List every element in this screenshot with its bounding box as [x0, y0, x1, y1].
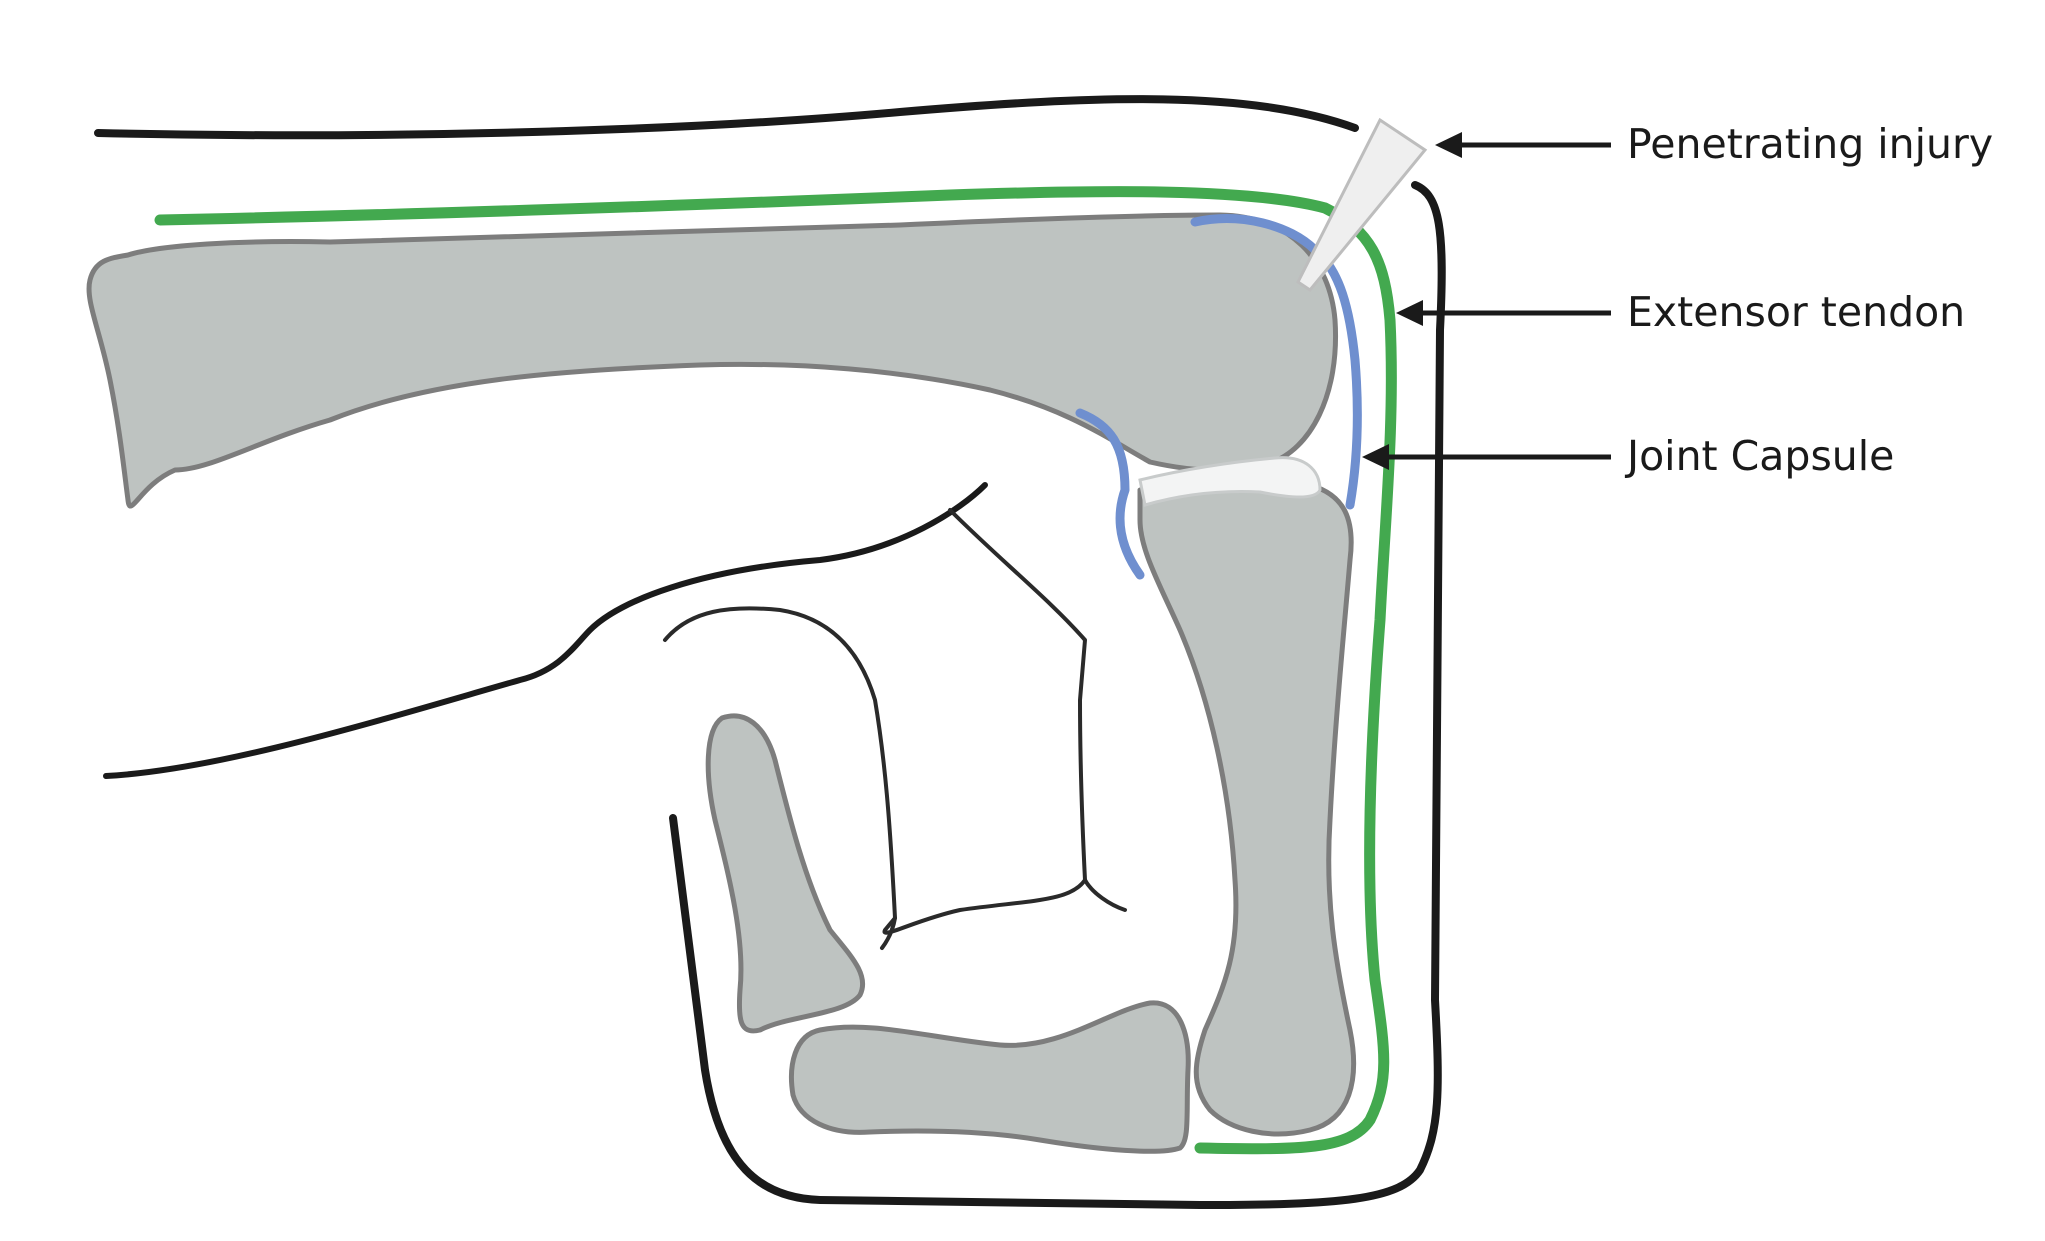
label-extensor-tendon: Extensor tendon	[1627, 288, 1965, 336]
joint-capsule-dorsal	[1190, 214, 1362, 510]
middle-phalanx	[788, 1000, 1191, 1154]
label-penetrating-injury: Penetrating injury	[1627, 120, 1993, 168]
label-joint-capsule: Joint Capsule	[1624, 432, 1894, 480]
fingertip-pad-outline	[663, 606, 1087, 935]
proximal-phalanx	[1137, 474, 1357, 1137]
arrow-penetrating-injury	[1435, 132, 1611, 158]
arrow-joint-capsule	[1362, 444, 1611, 470]
extensor-tendon-path	[154, 186, 1397, 1155]
penetrating-object	[1296, 117, 1428, 293]
joint-cartilage	[1138, 456, 1322, 507]
joint-capsule-volar	[1075, 408, 1145, 580]
distal-phalanx	[705, 713, 866, 1034]
arrow-extensor-tendon	[1396, 300, 1611, 326]
metacarpal	[86, 212, 1339, 509]
thumb-crease-outline	[948, 508, 1127, 912]
skin-outline-palm	[103, 482, 988, 779]
skin-outline-dorsal	[94, 95, 1359, 140]
palm-inner-crease	[880, 916, 897, 950]
skin-outline-knuckle	[669, 181, 1446, 1209]
